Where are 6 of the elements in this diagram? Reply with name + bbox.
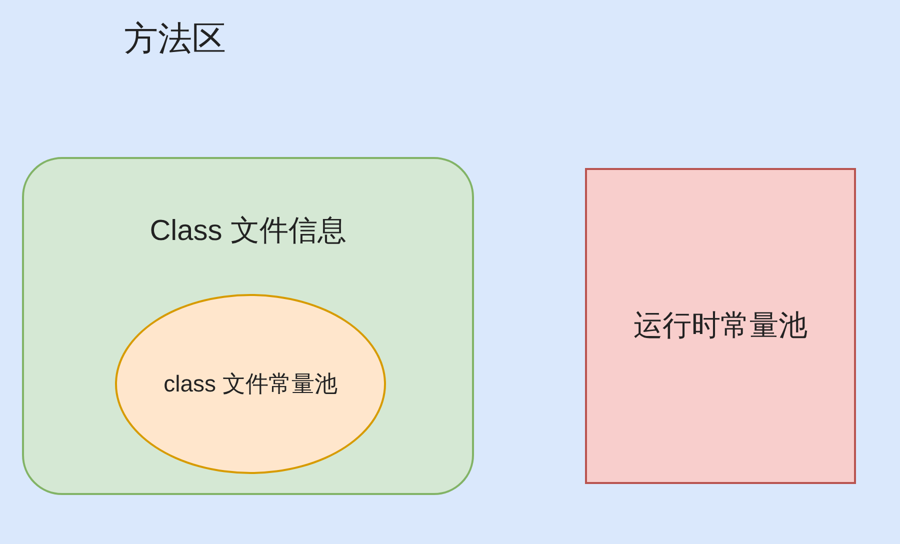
- class-info-box: [22, 157, 474, 495]
- ellipse-label: class 文件常量池: [162, 370, 338, 398]
- area-title: 方法区: [124, 19, 226, 60]
- box-title: Class 文件信息: [148, 214, 348, 249]
- box-label: 运行时常量池: [632, 309, 808, 344]
- runtime-pool-box: [585, 168, 856, 484]
